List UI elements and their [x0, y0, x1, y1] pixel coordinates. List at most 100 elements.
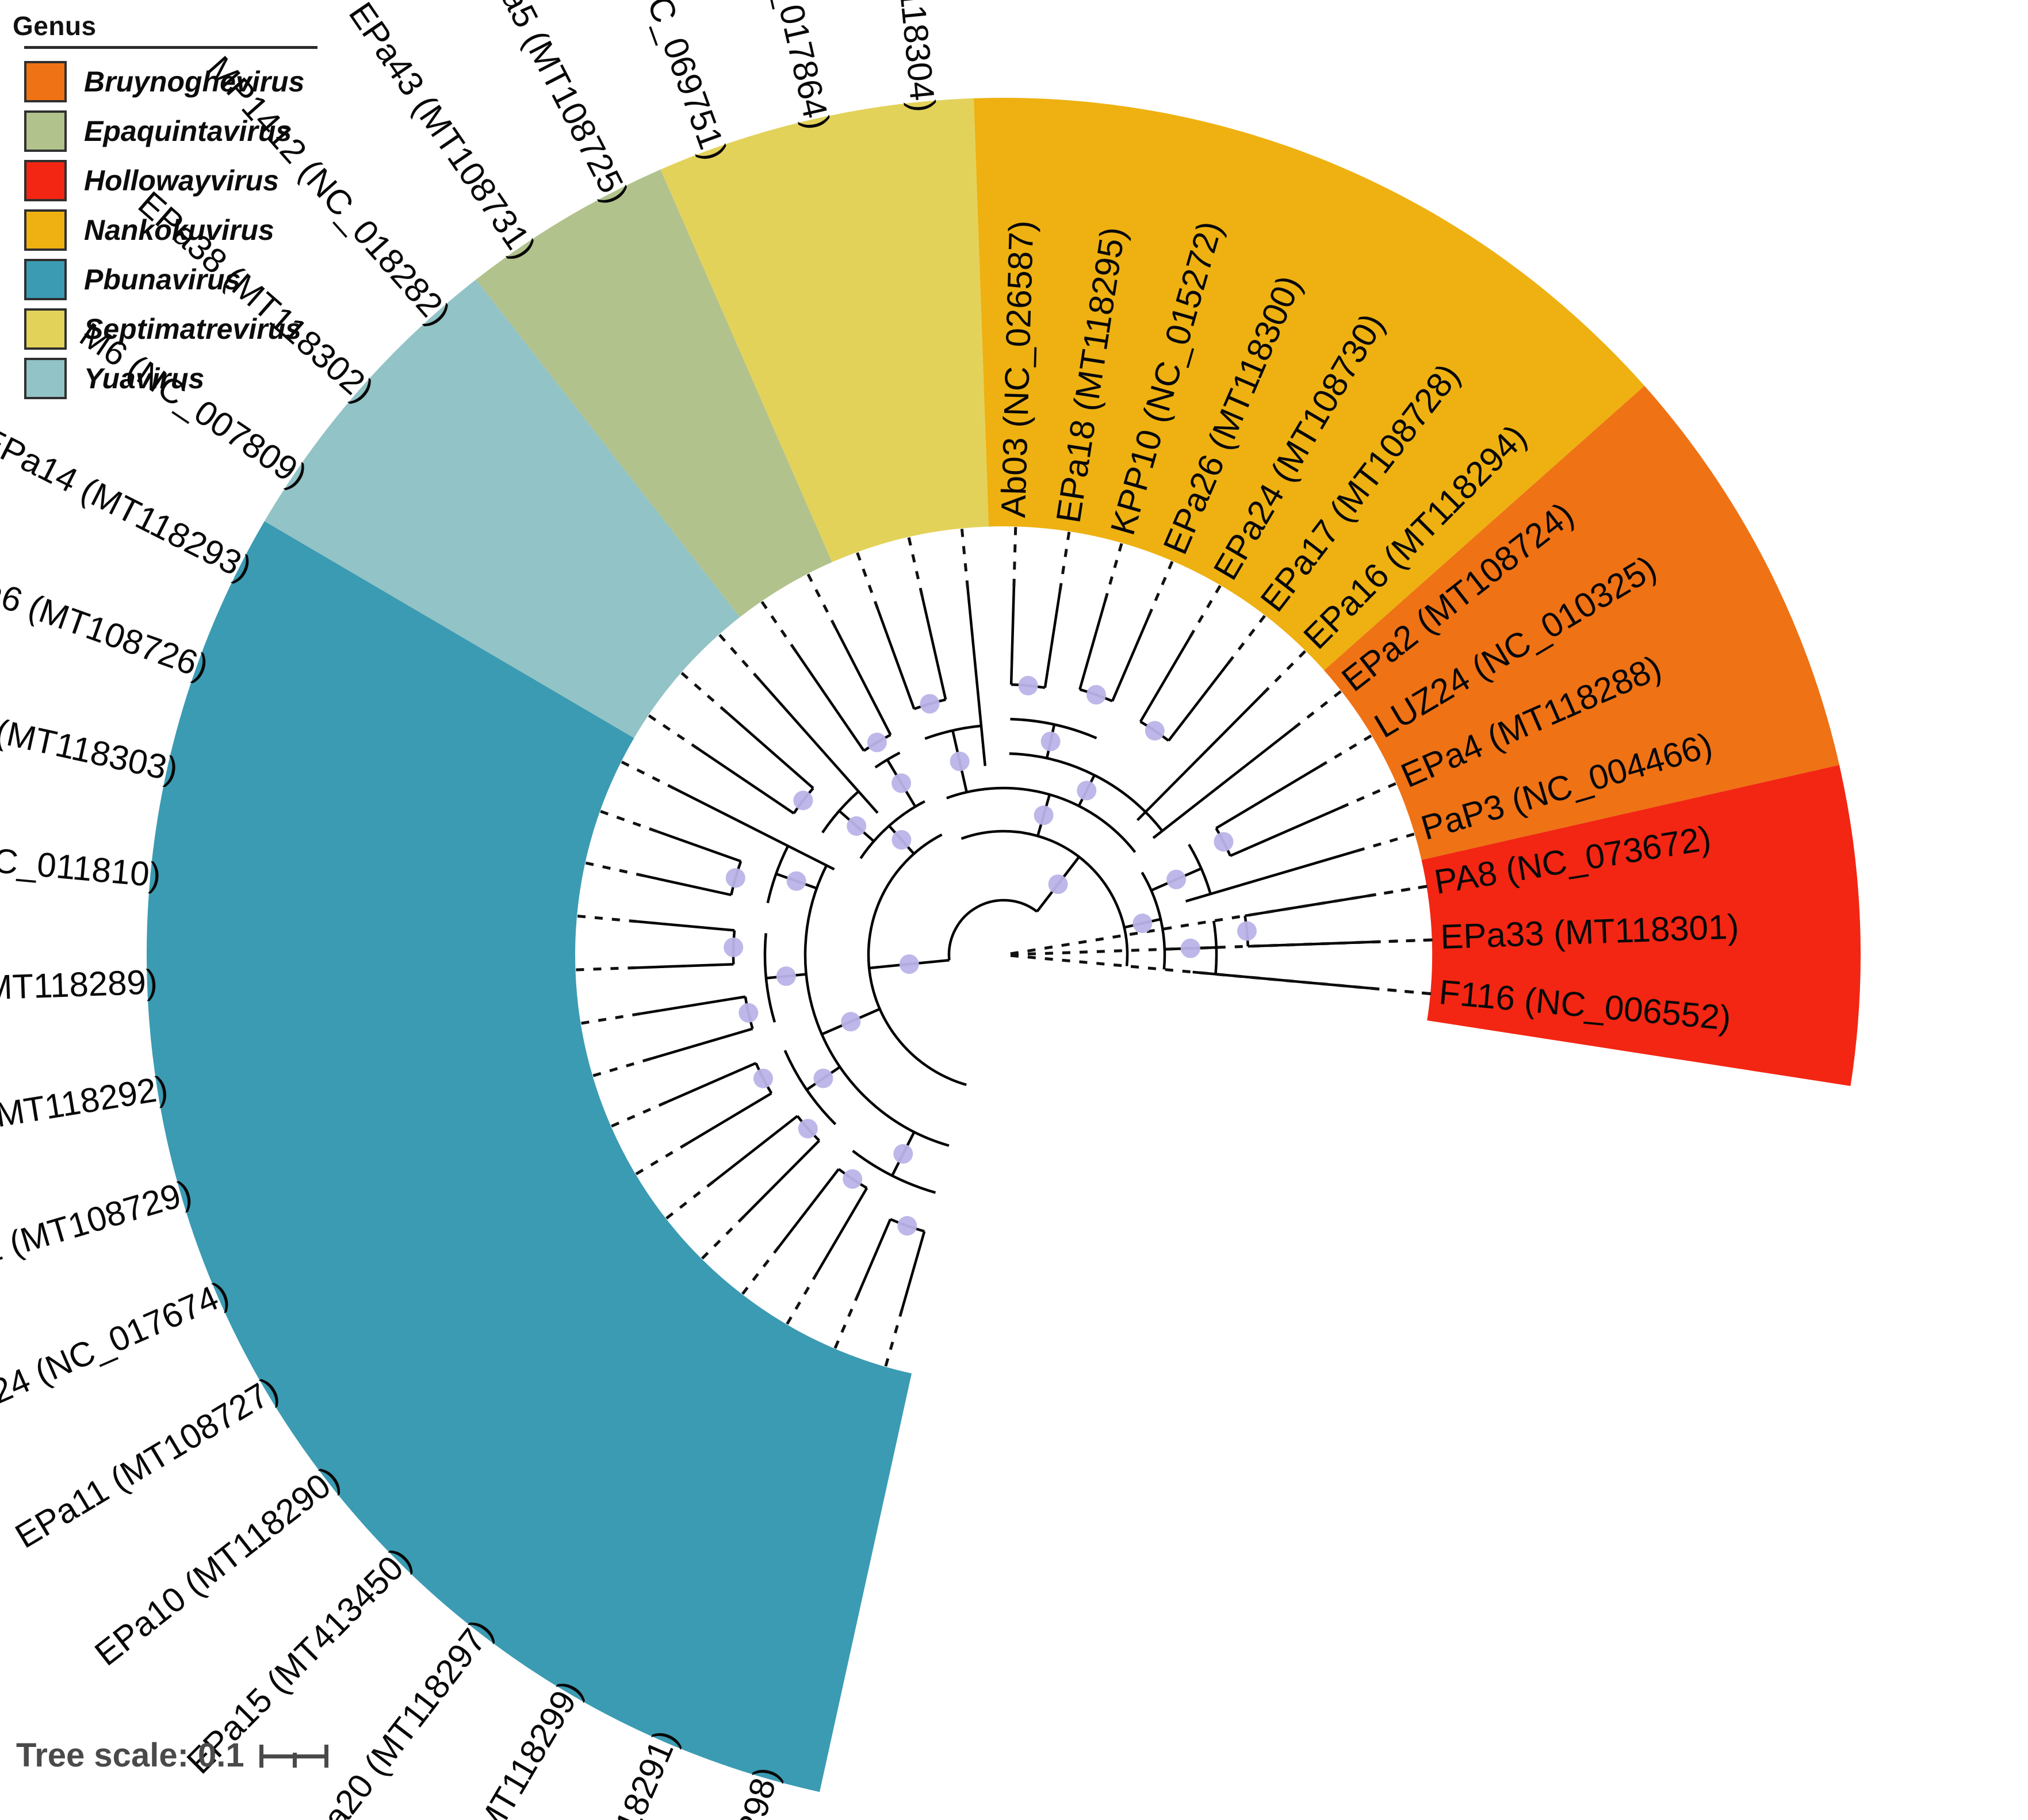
node-support-marker: [847, 816, 867, 836]
legend-color-swatch: [24, 160, 67, 201]
leaf-connector: [1319, 733, 1375, 768]
genus-sector-hollowayvirus: [1421, 764, 1861, 1086]
leaf-connector: [1370, 987, 1433, 996]
legend-item-label: Septimatrevirus: [84, 313, 301, 345]
branch-stem: [743, 1140, 820, 1217]
leaf-connector: [1371, 938, 1434, 944]
legend-color-swatch: [24, 110, 67, 152]
leaf-connector: [582, 861, 645, 878]
leaf-connector: [618, 759, 676, 790]
legend-item-epaquintavirus: Epaquintavirus: [13, 106, 335, 156]
legend-item-label: Yuavirus: [84, 362, 205, 395]
tree-scale: Tree scale: 0.1: [16, 1736, 328, 1775]
branch-arc: [1188, 843, 1212, 894]
leaf-label: EPa40 (MT118304): [875, 0, 943, 114]
branch-stem: [1152, 727, 1295, 839]
node-support-marker: [1132, 913, 1153, 934]
leaf-label: EPa7 (MT118289): [0, 962, 158, 1011]
node-support-marker: [841, 1012, 861, 1032]
leaf-label: PB1 (NC_011810): [0, 831, 163, 895]
leaf-connector: [784, 1271, 819, 1328]
node-support-marker: [793, 790, 813, 810]
node-support-marker: [1145, 721, 1165, 741]
leaf-connector: [678, 670, 728, 714]
leaf-connector: [883, 1308, 904, 1370]
node-support-marker: [1048, 874, 1068, 894]
genus-sector-epaquintavirus: [476, 169, 832, 617]
node-support-marker: [739, 1003, 759, 1023]
legend-item-label: Epaquintavirus: [84, 115, 292, 147]
branch-stem: [725, 711, 814, 789]
node-support-marker: [1077, 781, 1097, 801]
legend-color-swatch: [24, 61, 67, 102]
leaf-connector: [608, 1100, 667, 1129]
leaf-connector: [1188, 582, 1223, 638]
node-support-marker: [1034, 805, 1054, 825]
branch-stem: [966, 588, 987, 766]
node-support-marker: [1018, 675, 1038, 695]
leaf-connector: [597, 809, 657, 833]
genus-sector-pbunavirus: [146, 521, 912, 1792]
node-support-marker: [1040, 731, 1061, 751]
node-support-marker: [1180, 938, 1200, 958]
branch-stem: [1215, 765, 1321, 829]
node-support-marker: [725, 868, 745, 888]
branch-stem: [656, 830, 741, 863]
leaf-connector: [740, 1245, 780, 1297]
branch-stem: [794, 650, 865, 752]
node-support-marker: [1166, 869, 1187, 889]
leaf-label: EPa21 (MT118298): [667, 1762, 786, 1820]
genus-sector-nankokuvirus: [973, 98, 1645, 671]
genus-sector-yuavirus: [264, 279, 740, 739]
node-support-marker: [776, 966, 796, 987]
legend-color-swatch: [24, 209, 67, 251]
node-support-marker: [1086, 685, 1107, 705]
branch-stem: [834, 626, 892, 736]
branch-stem: [778, 1168, 840, 1248]
leaf-connector: [699, 1215, 745, 1262]
node-support-marker: [753, 1068, 773, 1088]
leaf-label: Kakheti25 (NC_017864): [718, 0, 837, 133]
branch-arc: [1010, 717, 1097, 740]
legend-color-swatch: [24, 308, 67, 350]
branch-stem: [713, 1115, 798, 1183]
branch-stem: [1136, 693, 1264, 821]
branch-stem: [674, 787, 835, 871]
leaf-connector: [645, 713, 699, 751]
branch-stem: [1139, 636, 1191, 722]
legend-item-nankokuvirus: Nankokuvirus: [13, 205, 335, 255]
node-support-marker: [950, 751, 970, 771]
leaf-connector: [1292, 688, 1344, 729]
legend-item-yuavirus: Yuavirus: [13, 354, 335, 403]
branch-stem: [1111, 615, 1150, 702]
leaf-connector: [1104, 540, 1124, 602]
leaf-connector-group: [573, 524, 1434, 1370]
tree-branches: [636, 587, 1372, 1309]
node-support-marker: [891, 773, 912, 793]
branch-stem: [1167, 662, 1230, 741]
node-support-marker: [1237, 921, 1257, 941]
branch-stem: [857, 1218, 892, 1294]
scale-bar-icon: [259, 1742, 328, 1769]
legend-item-septimatrevirus: Septimatrevirus: [13, 304, 335, 354]
genus-sector-bruynoghevirus: [1324, 385, 1839, 860]
leaf-connector: [573, 966, 636, 972]
tree-scale-label: Tree scale: 0.1: [16, 1737, 244, 1774]
root-fan-ray: [1010, 884, 1429, 955]
genus-sector-group: [146, 98, 1861, 1792]
leaf-connector: [1262, 648, 1308, 695]
node-support-marker: [897, 1216, 917, 1236]
branch-stem: [687, 1092, 772, 1145]
branch-arc: [867, 833, 967, 1087]
leaf-connector: [574, 914, 637, 923]
branch-stem: [816, 1187, 868, 1274]
root-fan-group: [1010, 884, 1434, 996]
leaf-connector: [633, 1142, 688, 1177]
node-support-marker: [867, 732, 887, 752]
root-fan-ray: [1010, 954, 1433, 996]
root-arc: [947, 898, 1038, 961]
